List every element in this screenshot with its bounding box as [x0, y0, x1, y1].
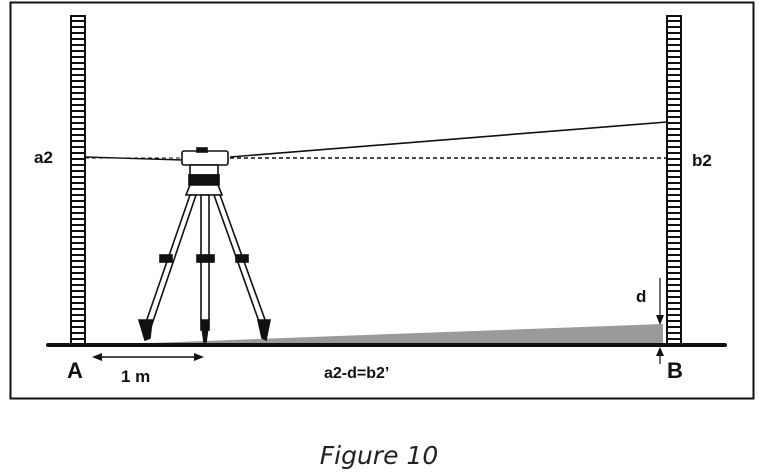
- distance-arrow: [92, 353, 204, 361]
- sight-line-b: [229, 121, 668, 158]
- label-distance: 1 m: [121, 367, 150, 386]
- label-point-a: A: [67, 358, 83, 383]
- ground-slope-wedge: [95, 324, 663, 345]
- tripod-level-icon: [137, 147, 271, 343]
- figure-caption: Figure 10: [320, 441, 438, 470]
- rod-b: [666, 15, 682, 346]
- figure-frame: [9, 1, 755, 400]
- label-point-b: B: [667, 358, 683, 383]
- label-a2: a2: [34, 148, 53, 167]
- label-formula: a2-d=b2’: [324, 365, 389, 382]
- d-arrows: [656, 278, 664, 364]
- label-b2: b2: [692, 151, 712, 170]
- rod-a: [70, 15, 86, 346]
- label-d: d: [636, 287, 646, 306]
